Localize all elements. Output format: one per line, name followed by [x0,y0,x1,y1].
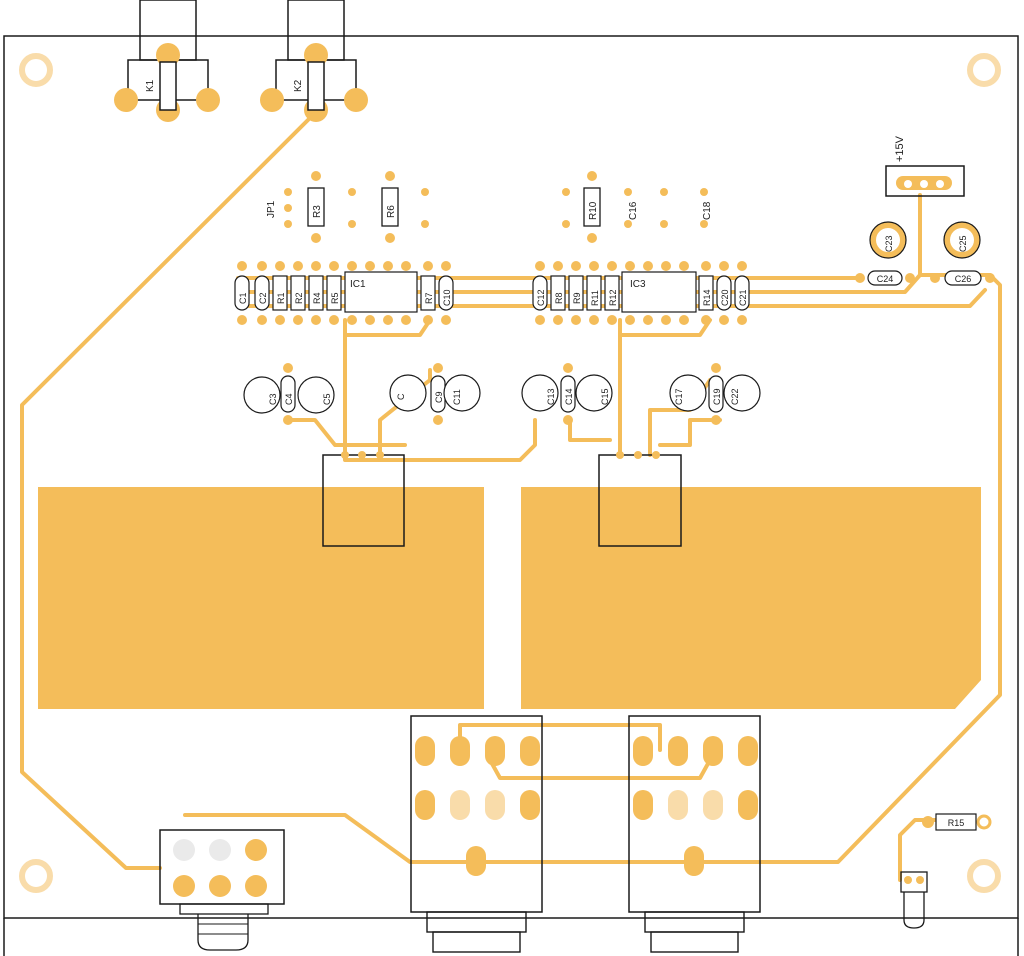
label-jp1: JP1 [266,200,277,218]
label-c14: C14 [564,388,574,405]
power-connector: +15V [885,135,965,197]
label-r6: R6 [386,205,397,218]
label-c11: C11 [452,389,462,405]
label-c9: C9 [434,391,444,403]
jack-socket-right [628,715,761,953]
label-r3: R3 [312,205,323,218]
label-r9: R9 [572,292,582,304]
mounting-holes [19,53,1001,893]
capacitor-group-right: C13 C14 C15 C17 C19 C22 [521,363,761,425]
label-r12: R12 [608,289,618,306]
led-indicator: R15 [900,813,992,929]
label-c12: C12 [536,289,546,306]
label-c10: C10 [442,289,452,306]
label-c23: C23 [884,235,894,252]
ground-plane-left [38,487,484,709]
label-c1: C1 [238,292,248,304]
label-c21: C21 [738,289,748,306]
label-c7: C [396,393,406,400]
label-c20: C20 [720,289,730,306]
label-c17: C17 [674,388,684,405]
label-k2: K2 [293,79,304,92]
label-r2: R2 [294,292,304,304]
right-channel-row: C12 R8 R9 R11 R12 IC3 R14 C20 C21 [532,261,750,325]
label-c22: C22 [730,388,740,405]
label-c16: C16 [628,201,639,220]
label-r5: R5 [330,292,340,304]
label-c5: C5 [322,393,332,405]
supply-capacitors: C23 C25 C24 C26 [855,221,995,286]
label-r11: R11 [590,290,600,306]
label-15v: +15V [894,135,906,162]
label-c19: C19 [712,388,722,405]
label-r8: R8 [554,292,564,304]
label-c26: C26 [955,274,972,284]
label-r15: R15 [948,818,965,828]
label-c13: C13 [546,388,556,405]
label-c3: C3 [268,393,278,405]
label-r10: R10 [588,201,599,220]
label-c25: C25 [958,235,968,252]
jack-socket-left [410,715,543,953]
label-r7: R7 [424,292,434,304]
capacitor-group-left: C3 C4 C5 C C9 C11 [243,363,481,425]
left-channel-row: C1 C2 R1 R2 R4 R5 IC1 R7 C10 [234,261,454,325]
label-r4: R4 [312,292,322,304]
label-ic1: IC1 [350,279,366,290]
board-outline [3,35,1019,919]
label-k1: K1 [145,79,156,92]
connector-k1: K1 [114,0,220,122]
upper-components: JP1 R3 R6 R10 C16 C18 [266,171,713,243]
label-c4: C4 [284,393,294,405]
label-c2: C2 [258,292,268,304]
input-jack [159,829,285,951]
label-ic3: IC3 [630,279,646,290]
label-c24: C24 [877,274,894,284]
ground-plane-right [521,487,981,709]
label-r1: R1 [276,292,286,304]
label-r14: R14 [702,289,712,306]
label-c18: C18 [702,201,713,220]
label-c15: C15 [600,388,610,405]
connector-k2: K2 [260,0,368,122]
